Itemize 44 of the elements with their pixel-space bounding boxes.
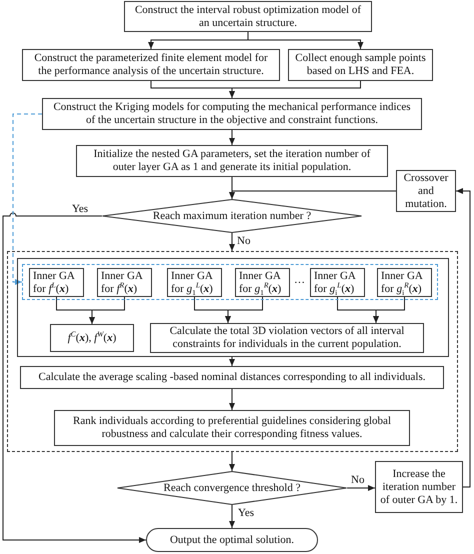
arrow bbox=[229, 190, 396, 200]
arrow bbox=[229, 504, 235, 528]
process-box: Construct the parameterized finite element model for the performance analysis of the uncertain structure. bbox=[22, 49, 280, 81]
arrow bbox=[89, 296, 125, 324]
process-box: Rank individuals according to preferential guidelines considering global robustness and calculate their corresponding fitness values. bbox=[54, 410, 410, 446]
arrow bbox=[2, 212, 146, 543]
arrow bbox=[229, 232, 235, 252]
arrow bbox=[456, 188, 470, 488]
process-box: Increase the iteration number of outer GA by 1. bbox=[375, 461, 463, 513]
process-box: Inner GA for g$_{1}$$^{R}$(x) bbox=[235, 268, 290, 297]
arrow bbox=[346, 485, 376, 491]
edge-label: No bbox=[237, 235, 250, 248]
process-box: Construct the interval robust optimization model of an uncertain structure. bbox=[124, 1, 372, 32]
process-box: Crossover and mutation. bbox=[396, 170, 456, 212]
terminal-box: Output the optimal solution. bbox=[146, 528, 318, 552]
arrow bbox=[373, 296, 405, 324]
process-box: Calculate the average scaling -based nominal distances corresponding to all individuals. bbox=[20, 366, 444, 389]
process-box: f$^{C}$(x), f$^{W}$(x) bbox=[50, 324, 134, 352]
arrow bbox=[229, 356, 235, 366]
process-box: Collect enough sample points based on LHS and FEA. bbox=[288, 49, 433, 81]
process-box: Inner GA for g$_{i}$$^{L}$(x) bbox=[310, 268, 365, 297]
decision-text: Reach maximum iteration number ? bbox=[152, 210, 312, 222]
process-box: Inner GA for f$^{L}$(x) bbox=[29, 268, 84, 297]
process-box: Inner GA for g$_{i}$$^{R}$(x) bbox=[377, 268, 432, 297]
arrow bbox=[248, 32, 364, 50]
arrow bbox=[229, 130, 235, 146]
dashed-region bbox=[22, 264, 438, 300]
edge-label: Yes bbox=[238, 507, 254, 520]
edge-label: Yes bbox=[72, 203, 88, 216]
ellipsis-text: ··· bbox=[294, 277, 305, 290]
arrow bbox=[229, 80, 361, 98]
edge-label: No bbox=[351, 474, 364, 487]
process-box: Inner GA for f$^{R}$(x) bbox=[97, 268, 152, 297]
process-box: Inner GA for g$_{1}$$^{L}$(x) bbox=[167, 268, 222, 297]
arrow bbox=[225, 296, 263, 324]
arrow bbox=[229, 452, 235, 472]
process-region bbox=[17, 258, 449, 357]
decision-text: Reach convergence threshold ? bbox=[164, 482, 300, 494]
process-box: Calculate the total 3D violation vectors of all interval constraints for individuals in the current population. bbox=[150, 323, 424, 353]
arrow bbox=[229, 388, 235, 410]
dashed-region bbox=[7, 251, 458, 452]
arrow bbox=[12, 114, 42, 285]
process-box: Initialize the nested GA parameters, set the iteration number of outer layer GA as 1 and generate its initial population. bbox=[76, 145, 388, 177]
process-box: Construct the Kriging models for computing the mechanical performance indices of the uncertain structure in the objective and constraint functions. bbox=[42, 98, 422, 130]
